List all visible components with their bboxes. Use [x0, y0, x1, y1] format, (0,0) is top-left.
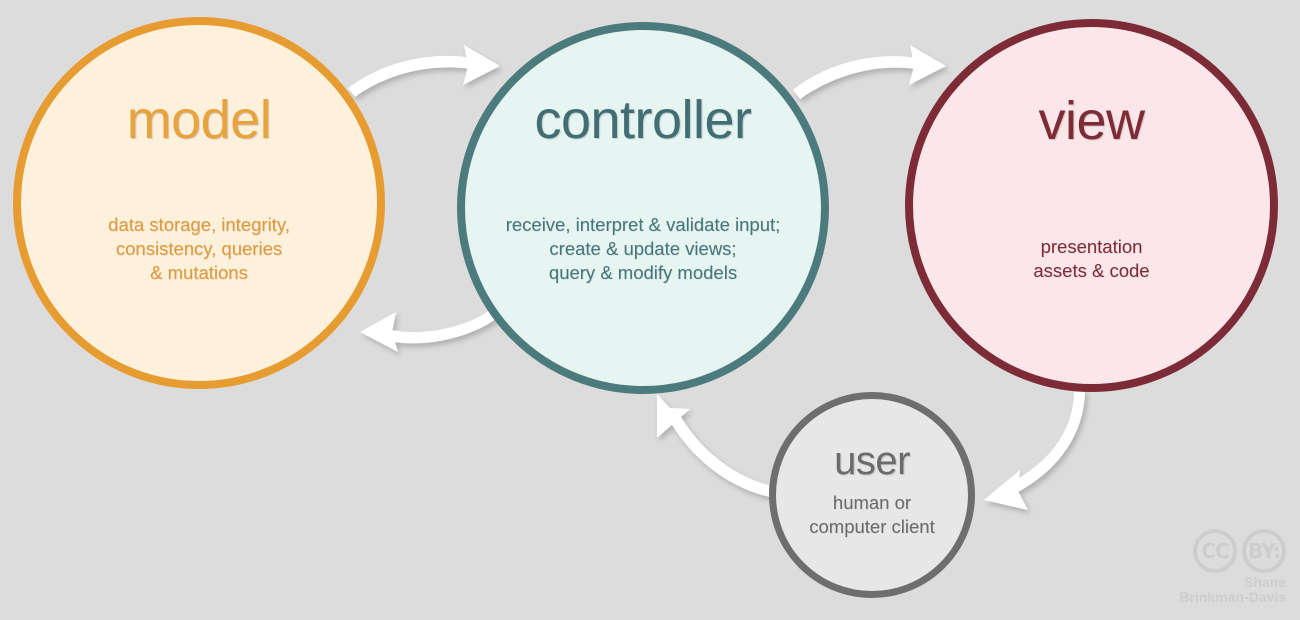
attribution-by-icon: BY:	[1242, 528, 1286, 573]
node-model-description: data storage, integrity, consistency, qu…	[108, 214, 290, 284]
arrow-model-to-controller	[348, 45, 500, 97]
node-view-description: presentation assets & code	[1033, 236, 1150, 282]
node-view-title: view	[1038, 91, 1145, 151]
node-user-title: user	[834, 439, 910, 483]
node-user[interactable]: user human or computer client	[769, 392, 975, 598]
node-model[interactable]: model data storage, integrity, consisten…	[13, 17, 385, 389]
arrow-controller-to-view	[793, 45, 946, 99]
arrow-controller-to-model	[360, 306, 500, 352]
author-attribution: Shane Brinkman-Davis	[1179, 573, 1286, 606]
node-controller-title: controller	[534, 90, 752, 150]
license-badge: CC BY: Shane Brinkman-Davis	[1166, 528, 1286, 606]
arrow-user-to-controller	[657, 394, 777, 498]
node-controller-description: receive, interpret & validate input; cre…	[505, 214, 781, 284]
node-user-description: human or computer client	[809, 492, 935, 538]
node-model-title: model	[126, 90, 272, 150]
arrow-view-to-user	[984, 390, 1085, 510]
node-controller[interactable]: controller receive, interpret & validate…	[457, 22, 829, 394]
creative-commons-icon: CC	[1193, 528, 1237, 573]
creative-commons-marks: CC BY:	[1166, 528, 1286, 573]
node-view[interactable]: view presentation assets & code	[905, 19, 1278, 392]
